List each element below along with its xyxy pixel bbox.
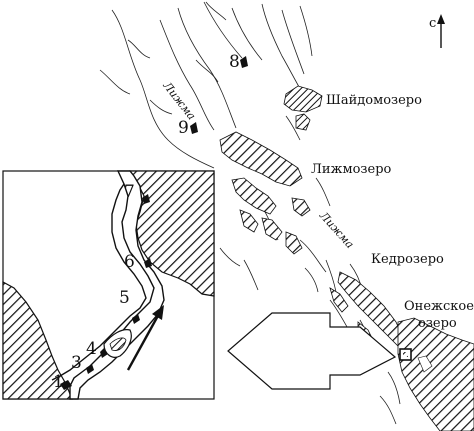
label-shaidomozero: Шайдомозеро (326, 93, 422, 108)
label-onezhskoe-line1: Онежское (404, 299, 474, 314)
north-label: с (429, 16, 437, 31)
label-lizhmozero: Лижмозеро (311, 162, 392, 177)
label-kedrozero: Кедрозеро (371, 252, 444, 267)
north-arrow (437, 14, 445, 48)
lake-onezhskoe-shape (397, 317, 474, 431)
site-label-3: 3 (71, 353, 82, 373)
locator-box (399, 348, 412, 361)
site-label-9: 9 (178, 118, 189, 138)
site-label-5: 5 (119, 288, 130, 308)
site-label-6: 6 (124, 252, 135, 272)
pointer-arrow (227, 312, 397, 390)
lake-lizhmozero-shape (219, 131, 311, 255)
lake-shaidomozero-shape (283, 85, 323, 131)
site-markers-main (190, 56, 248, 134)
inset-map (2, 170, 215, 400)
site-label-4: 4 (86, 339, 97, 359)
site-label-1: 1 (53, 372, 64, 392)
site-label-8: 8 (229, 52, 240, 72)
label-onezhskoe-line2: озеро (418, 316, 457, 331)
site-label-7: 7 (124, 182, 135, 202)
